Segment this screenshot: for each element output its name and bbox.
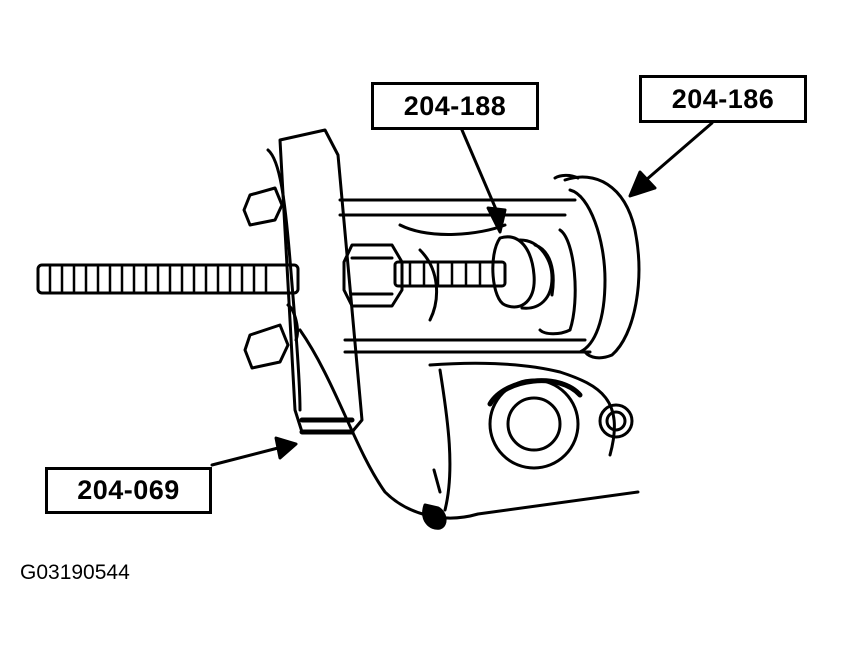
forcing-screw: [36, 263, 300, 295]
lower-bracket-bolt: [243, 323, 290, 370]
screw-threads: [48, 263, 268, 295]
leader-204-188: [460, 128, 500, 216]
upper-bracket-bolt: [242, 186, 284, 227]
hex-nut: [342, 243, 404, 308]
receiver-cup-rim: [563, 175, 641, 360]
figure-id: G03190544: [20, 561, 130, 584]
callout-204-186: 204-186: [639, 75, 807, 123]
callout-204-069: 204-069: [45, 467, 212, 514]
bracket-plate: [278, 128, 364, 434]
knuckle-nut: [598, 403, 634, 439]
callout-204-188: 204-188: [371, 82, 539, 130]
knuckle-housing: [298, 328, 640, 520]
leader-204-186: [644, 121, 714, 182]
leader-204-069: [210, 446, 280, 467]
installer-cup: [491, 235, 536, 309]
lower-bolt: [422, 503, 447, 530]
